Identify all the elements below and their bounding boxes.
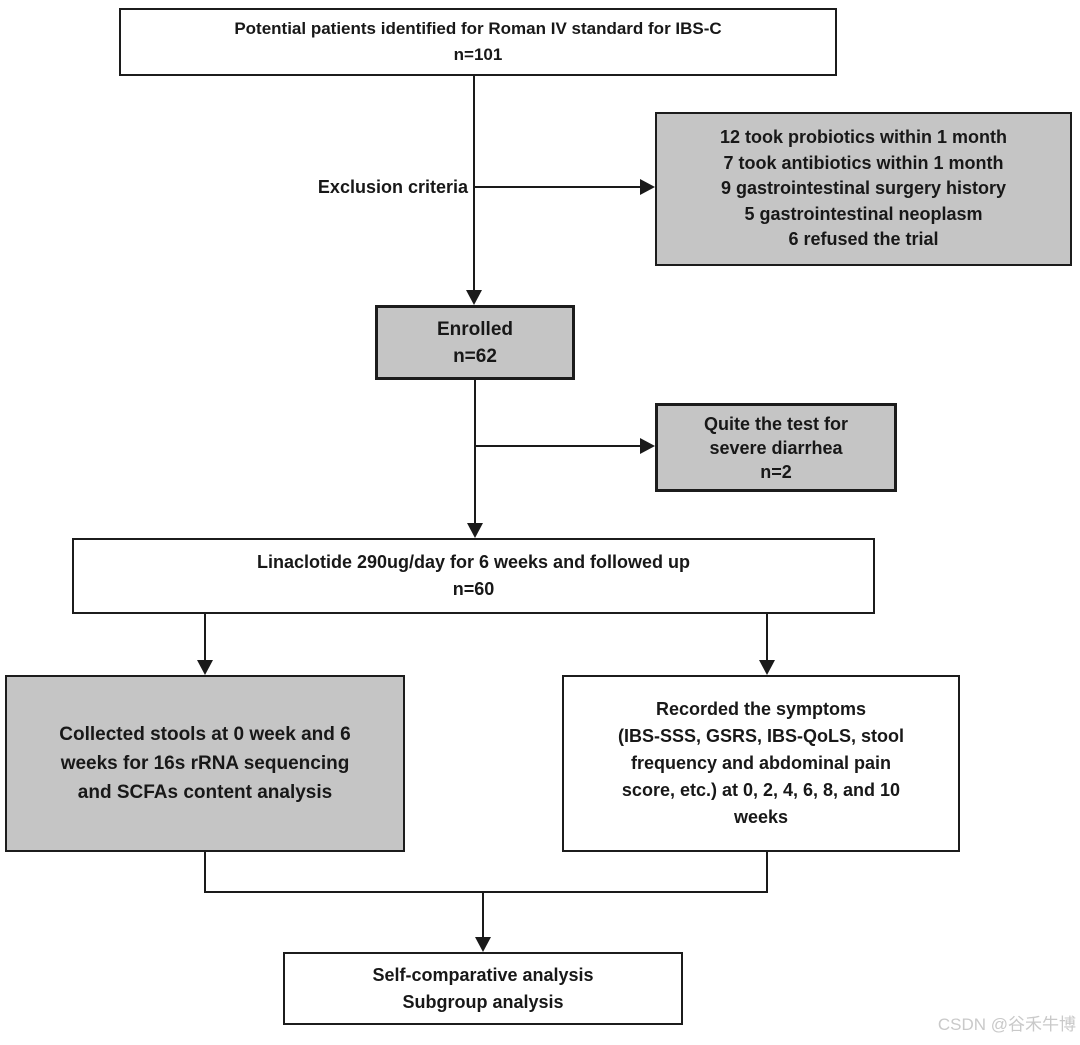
box-quit-n: n=2 bbox=[760, 461, 792, 482]
box-potential-patients-n: n=101 bbox=[453, 45, 503, 64]
arrowhead-into-treatment bbox=[467, 523, 483, 538]
box-stool-collection: Collected stools at 0 week and 6 weeks f… bbox=[5, 675, 405, 852]
box-exclusion-reasons: 12 took probiotics within 1 month 7 took… bbox=[655, 112, 1072, 266]
box-quit-test: Quite the test for severe diarrhea n=2 bbox=[655, 403, 897, 492]
box-symptoms-text: Recorded the symptoms (IBS-SSS, GSRS, IB… bbox=[617, 699, 905, 827]
arrowhead-into-analysis bbox=[475, 937, 491, 952]
connector-merge-to-analysis bbox=[482, 893, 484, 938]
box-treatment: Linaclotide 290ug/day for 6 weeks and fo… bbox=[72, 538, 875, 614]
connector-stool-to-merge bbox=[204, 852, 206, 893]
connector-to-exclusion-box bbox=[474, 186, 642, 188]
exclusion-reason: 6 refused the trial bbox=[788, 229, 939, 250]
connector-symptoms-to-merge bbox=[766, 852, 768, 893]
connector-to-quit-box bbox=[475, 445, 642, 447]
box-analysis: Self-comparative analysis Subgroup analy… bbox=[283, 952, 683, 1025]
exclusion-criteria-label: Exclusion criteria bbox=[317, 177, 468, 197]
box-symptom-recording: Recorded the symptoms (IBS-SSS, GSRS, IB… bbox=[562, 675, 960, 852]
exclusion-reason: 12 took probiotics within 1 month bbox=[719, 127, 1007, 148]
box-potential-patients: Potential patients identified for Roman … bbox=[119, 8, 837, 76]
box-potential-patients-title: Potential patients identified for Roman … bbox=[234, 19, 722, 38]
exclusion-reason: 5 gastrointestinal neoplasm bbox=[744, 203, 983, 224]
arrowhead-into-symptoms bbox=[759, 660, 775, 675]
box-enrolled: Enrolled n=62 bbox=[375, 305, 575, 380]
csdn-watermark: CSDN @谷禾牛博 bbox=[937, 1015, 1076, 1034]
connector-enrolled-to-treatment bbox=[474, 380, 476, 524]
box-analysis-line2: Subgroup analysis bbox=[402, 991, 564, 1012]
connector-merge-horizontal bbox=[204, 891, 768, 893]
arrowhead-into-enrolled bbox=[466, 290, 482, 305]
box-enrolled-title: Enrolled bbox=[436, 318, 513, 340]
connector-treatment-to-symptoms bbox=[766, 614, 768, 661]
box-quit-text: Quite the test for severe diarrhea bbox=[703, 413, 848, 458]
arrowhead-into-quit-box bbox=[640, 438, 655, 454]
exclusion-reason: 7 took antibiotics within 1 month bbox=[723, 152, 1004, 173]
arrowhead-into-stool bbox=[197, 660, 213, 675]
arrowhead-into-exclusion-box bbox=[640, 179, 655, 195]
connector-treatment-to-stool bbox=[204, 614, 206, 661]
box-enrolled-n: n=62 bbox=[453, 345, 497, 367]
box-treatment-title: Linaclotide 290ug/day for 6 weeks and fo… bbox=[256, 552, 691, 572]
box-treatment-n: n=60 bbox=[452, 579, 495, 599]
connector-top-to-enrolled bbox=[473, 76, 475, 293]
box-analysis-line1: Self-comparative analysis bbox=[372, 964, 594, 985]
box-stool-text: Collected stools at 0 week and 6 weeks f… bbox=[59, 724, 351, 803]
exclusion-reason: 9 gastrointestinal surgery history bbox=[720, 178, 1007, 199]
